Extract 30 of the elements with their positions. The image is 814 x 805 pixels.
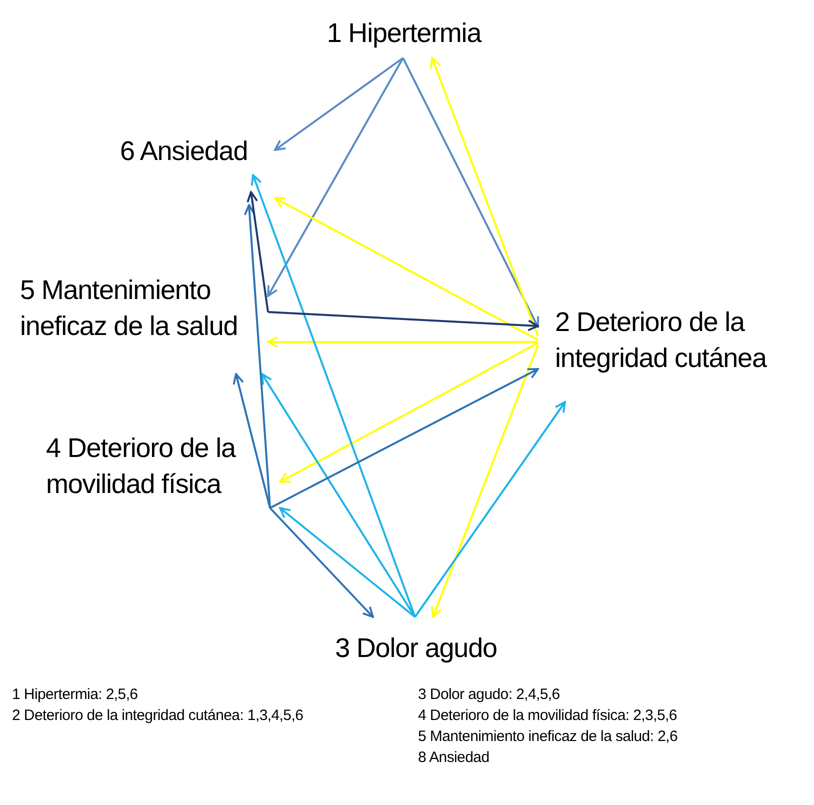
note-text: 4 Deterioro de la movilidad física: 2,3,5,6 — [418, 706, 678, 726]
arrow — [232, 373, 271, 508]
arrow — [270, 368, 539, 509]
arrow — [279, 507, 416, 618]
node-label: 4 Deterioro de la movilidad física — [45, 432, 237, 501]
note-text: 1 Hipertermia: 2,5,6 — [12, 685, 139, 705]
note-text: 3 Dolor agudo: 2,4,5,6 — [418, 685, 561, 705]
arrow — [414, 401, 566, 618]
arrow — [267, 58, 404, 297]
node-label: 6 Ansiedad — [119, 135, 249, 168]
arrow — [274, 197, 538, 341]
arrow — [250, 174, 416, 618]
node-label: 3 Dolor agudo — [334, 632, 498, 665]
arrow — [261, 373, 416, 618]
node-label: 5 Mantenimiento ineficaz de la salud — [19, 274, 239, 343]
node-label: 1 Hipertermia — [326, 17, 483, 50]
note-text: 5 Mantenimiento ineficaz de la salud: 2,6 — [418, 727, 679, 747]
arrow — [430, 57, 539, 336]
node-label: 2 Deterioro de la integridad cutánea — [554, 306, 768, 375]
arrow — [431, 344, 539, 618]
arrow — [402, 58, 539, 328]
note-text: 8 Ansiedad — [418, 748, 490, 768]
arrow — [274, 57, 404, 151]
arrow — [244, 204, 271, 508]
arrow — [267, 336, 538, 348]
arrow — [269, 507, 374, 618]
arrow — [279, 342, 538, 483]
note-text: 2 Deterioro de la integridad cutánea: 1,3,4,5,6 — [12, 706, 304, 726]
arrow — [246, 191, 269, 312]
arrow — [268, 311, 539, 332]
